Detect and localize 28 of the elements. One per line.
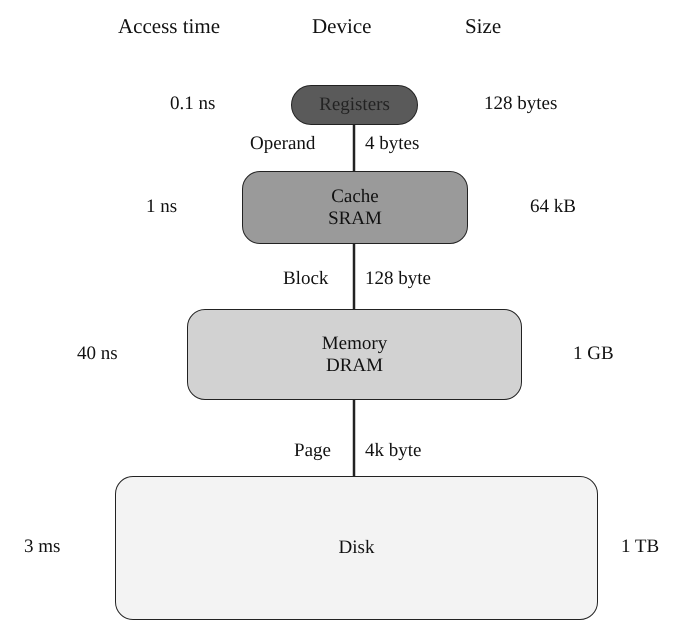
transfer-unit: 4 bytes (365, 133, 420, 155)
transfer-unit: 128 byte (365, 268, 431, 290)
access-time: 3 ms (24, 536, 60, 558)
transfer-unit: Page (294, 440, 331, 462)
transfer-unit: Operand (250, 133, 316, 155)
transfer-unit: 4k byte (365, 440, 422, 462)
device-box (115, 476, 598, 620)
device-name: Disk (338, 536, 376, 560)
transfer-unit: Block (283, 268, 328, 290)
access-time: 0.1 ns (170, 93, 216, 115)
column-header: Device (312, 14, 372, 39)
device-size: 1 GB (573, 342, 614, 364)
connector-line (352, 400, 356, 476)
connector-line (352, 125, 356, 171)
device-box (242, 171, 468, 244)
device-name: Registers (318, 94, 391, 116)
device-name: Memory DRAM (320, 332, 388, 376)
device-size: 64 kB (530, 196, 576, 218)
connector-line (352, 244, 356, 309)
column-header: Size (465, 14, 502, 39)
column-header: Access time (118, 14, 220, 39)
access-time: 40 ns (77, 342, 118, 364)
device-box (187, 309, 522, 400)
device-size: 128 bytes (484, 93, 558, 115)
access-time: 1 ns (146, 196, 178, 218)
device-box (291, 85, 418, 125)
device-size: 1 TB (621, 536, 660, 558)
device-name: Cache SRAM (327, 186, 383, 230)
